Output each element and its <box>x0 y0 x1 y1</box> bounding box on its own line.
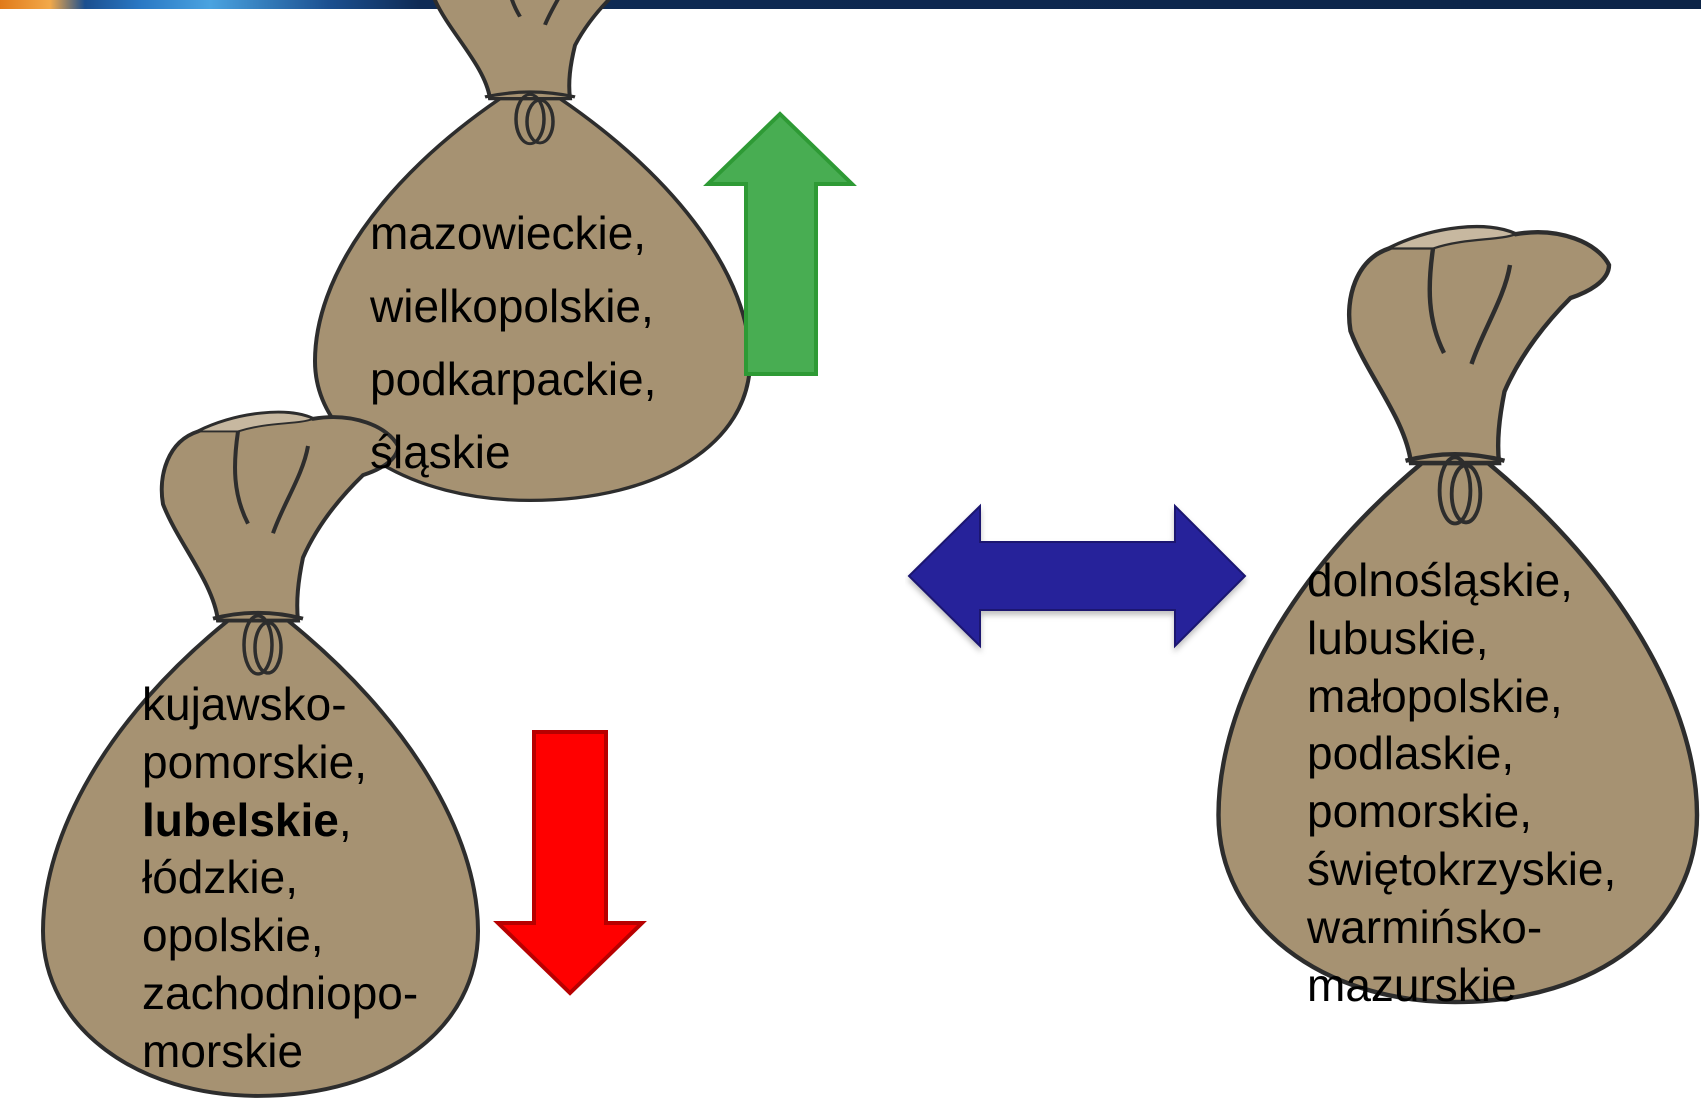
region-label: opolskie, <box>142 907 418 965</box>
region-label: łódzkie, <box>142 849 418 907</box>
down-arrow <box>492 728 652 998</box>
region-label: podlaskie, <box>1307 725 1616 783</box>
region-label-highlighted-line: lubelskie, <box>142 792 418 850</box>
region-label: morskie <box>142 1023 418 1081</box>
region-label: świętokrzyskie, <box>1307 841 1616 899</box>
region-label: kujawsko- <box>142 676 418 734</box>
region-label-highlighted-suffix: , <box>339 794 352 846</box>
region-label: lubuskie, <box>1307 610 1616 668</box>
bag-top-regions: mazowieckie, wielkopolskie, podkarpackie… <box>370 197 656 489</box>
region-label: pomorskie, <box>142 734 418 792</box>
up-arrow <box>700 108 860 378</box>
bag-left-regions: kujawsko- pomorskie, lubelskie, łódzkie,… <box>142 676 418 1081</box>
bag-right-regions: dolnośląskie, lubuskie, małopolskie, pod… <box>1307 552 1616 1014</box>
region-label: dolnośląskie, <box>1307 552 1616 610</box>
double-arrow <box>905 500 1250 660</box>
region-label: warmińsko- <box>1307 899 1616 957</box>
region-label-highlighted: lubelskie <box>142 794 339 846</box>
region-label: małopolskie, <box>1307 668 1616 726</box>
region-label: pomorskie, <box>1307 783 1616 841</box>
region-label: śląskie <box>370 416 656 489</box>
region-label: mazurskie <box>1307 957 1616 1015</box>
region-label: mazowieckie, <box>370 197 656 270</box>
region-label: zachodniopo- <box>142 965 418 1023</box>
region-label: podkarpackie, <box>370 343 656 416</box>
region-label: wielkopolskie, <box>370 270 656 343</box>
